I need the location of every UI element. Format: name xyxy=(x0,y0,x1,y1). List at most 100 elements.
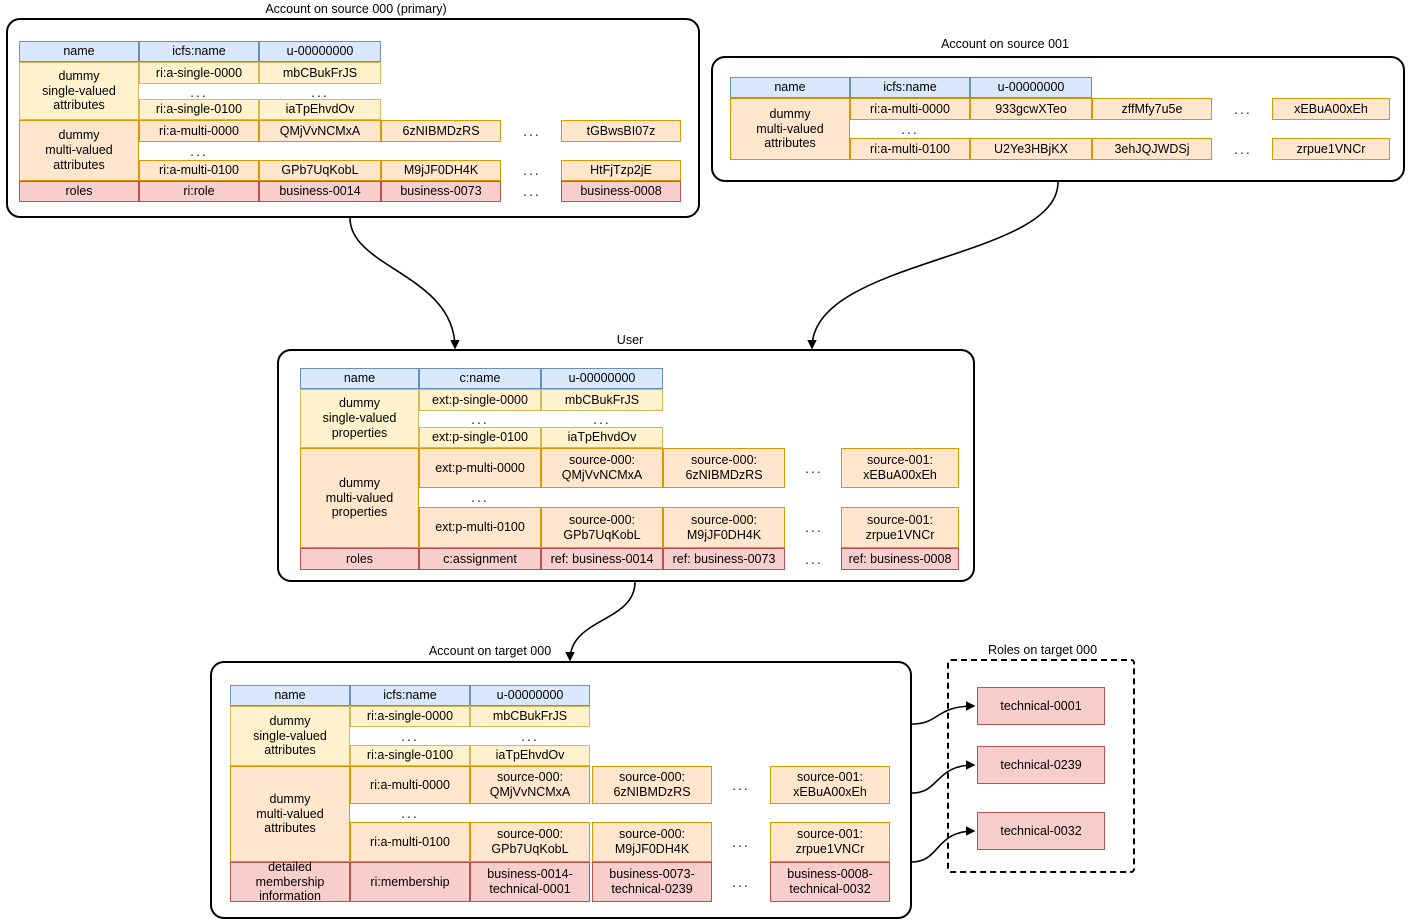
t000-multi-last-1: source-001: zrpue1VNCr xyxy=(770,822,890,862)
t000-multi-v1-1: source-000: M9jJF0DH4K xyxy=(592,822,712,862)
s000-single-attr-0: ri:a-single-0000 xyxy=(139,62,259,84)
t000-single-attr-0: ri:a-single-0000 xyxy=(350,706,470,727)
t000-single-attr-1: ri:a-single-0100 xyxy=(350,745,470,766)
t000-multi-v0-1: source-000: 6zNIBMDzRS xyxy=(592,766,712,804)
s000-multi-attr-0: ri:a-multi-0000 xyxy=(139,120,259,142)
s001-multi-attr-1: ri:a-multi-0100 xyxy=(850,138,970,160)
s001-multi-v1-0: U2Ye3HBjKX xyxy=(970,138,1092,160)
user-multi-last-1: source-001: zrpue1VNCr xyxy=(841,507,959,548)
t000-multi-gap-1: ... xyxy=(716,822,766,862)
t000-single-value-1: iaTpEhvdOv xyxy=(470,745,590,766)
link-source000-to-user xyxy=(349,217,460,350)
user-multi-gap-0: ... xyxy=(789,448,839,488)
s001-multi-attr-0: ri:a-multi-0000 xyxy=(850,98,970,120)
caption-roles-target-000: Roles on target 000 xyxy=(987,643,1098,657)
user-single-label: dummy single-valued properties xyxy=(300,389,419,448)
t000-multi-v0-0: source-000: QMjVvNCMxA xyxy=(470,766,590,804)
user-multi-attr-1: ext:p-multi-0100 xyxy=(419,507,541,548)
user-single-attr-ellipsis: ... xyxy=(419,411,541,428)
user-roles-gap: ... xyxy=(789,548,839,570)
s001-multi-last-0: xEBuA00xEh xyxy=(1272,98,1390,120)
role-item-1[interactable]: technical-0239 xyxy=(977,746,1105,784)
user-header-name: name xyxy=(300,368,419,389)
t000-multi-attr-0: ri:a-multi-0000 xyxy=(350,766,470,804)
caption-user: User xyxy=(616,333,644,347)
s000-roles-v-0: business-0014 xyxy=(259,181,381,202)
caption-account-source-001: Account on source 001 xyxy=(941,37,1069,51)
user-roles-v-1: ref: business-0073 xyxy=(663,548,785,570)
user-multi-label: dummy multi-valued properties xyxy=(300,448,419,548)
user-header-value: u-00000000 xyxy=(541,368,663,389)
t000-multi-v1-0: source-000: GPb7UqKobL xyxy=(470,822,590,862)
t000-membership-gap: ... xyxy=(716,862,766,902)
s001-multi-v0-0: 933gcwXTeo xyxy=(970,98,1092,120)
s000-multi-v0-0: QMjVvNCMxA xyxy=(259,120,381,142)
user-single-attr-1: ext:p-single-0100 xyxy=(419,427,541,448)
caption-account-source-000: Account on source 000 (primary) xyxy=(265,2,447,16)
s000-multi-v1-1: M9jJF0DH4K xyxy=(381,160,501,181)
s000-single-value-1: iaTpEhvdOv xyxy=(259,99,381,120)
s000-header-value: u-00000000 xyxy=(259,41,381,62)
user-multi-last-0: source-001: xEBuA00xEh xyxy=(841,448,959,488)
t000-single-value-ellipsis: ... xyxy=(470,727,590,745)
s000-multi-last-1: HtFjTzp2jE xyxy=(561,160,681,181)
s000-single-value-0: mbCBukFrJS xyxy=(259,62,381,84)
s000-roles-gap: ... xyxy=(505,181,559,202)
s000-header-attr: icfs:name xyxy=(139,41,259,62)
t000-header-attr: icfs:name xyxy=(350,685,470,706)
t000-header-name: name xyxy=(230,685,350,706)
s000-roles-v-1: business-0073 xyxy=(381,181,501,202)
t000-membership-attr: ri:membership xyxy=(350,862,470,902)
s000-multi-gap-0: ... xyxy=(505,120,559,142)
user-roles-attr: c:assignment xyxy=(419,548,541,570)
s000-roles-last: business-0008 xyxy=(561,181,681,202)
s001-header-name: name xyxy=(730,77,850,98)
s000-multi-v0-1: 6zNIBMDzRS xyxy=(381,120,501,142)
t000-membership-label: detailed membership information xyxy=(230,860,350,903)
caption-account-target-000: Account on target 000 xyxy=(428,644,552,658)
s000-single-value-ellipsis: ... xyxy=(259,84,381,101)
t000-multi-label: dummy multi-valued attributes xyxy=(230,766,350,862)
s001-multi-gap-0: ... xyxy=(1216,98,1270,120)
s001-multi-v1-1: 3ehJQJWDSj xyxy=(1092,138,1212,160)
s001-multi-label: dummy multi-valued attributes xyxy=(730,98,850,160)
s000-multi-attr-1: ri:a-multi-0100 xyxy=(139,160,259,181)
s000-multi-label: dummy multi-valued attributes xyxy=(19,120,139,181)
t000-membership-v-1: business-0073- technical-0239 xyxy=(592,862,712,902)
s001-multi-gap-1: ... xyxy=(1216,138,1270,160)
s001-multi-attr-ellipsis: ... xyxy=(850,120,970,138)
s000-single-label: dummy single-valued attributes xyxy=(19,62,139,120)
user-multi-v0-1: source-000: 6zNIBMDzRS xyxy=(663,448,785,488)
user-multi-attr-0: ext:p-multi-0000 xyxy=(419,448,541,488)
s000-multi-attr-ellipsis: ... xyxy=(139,142,259,160)
t000-multi-attr-1: ri:a-multi-0100 xyxy=(350,822,470,862)
s000-roles-attr: ri:role xyxy=(139,181,259,202)
t000-multi-last-0: source-001: xEBuA00xEh xyxy=(770,766,890,804)
user-roles-last: ref: business-0008 xyxy=(841,548,959,570)
s001-multi-last-1: zrpue1VNCr xyxy=(1272,138,1390,160)
s001-header-value: u-00000000 xyxy=(970,77,1092,98)
user-single-attr-0: ext:p-single-0000 xyxy=(419,389,541,411)
t000-membership-v-0: business-0014- technical-0001 xyxy=(470,862,590,902)
s000-roles-label: roles xyxy=(19,181,139,202)
user-multi-gap-1: ... xyxy=(789,507,839,548)
s000-single-attr-ellipsis: ... xyxy=(139,84,259,101)
user-multi-attr-ellipsis: ... xyxy=(419,488,541,507)
user-single-value-1: iaTpEhvdOv xyxy=(541,427,663,448)
user-multi-v0-0: source-000: QMjVvNCMxA xyxy=(541,448,663,488)
t000-multi-attr-ellipsis: ... xyxy=(350,804,470,822)
user-single-value-0: mbCBukFrJS xyxy=(541,389,663,411)
role-item-0[interactable]: technical-0001 xyxy=(977,687,1105,725)
s000-multi-last-0: tGBwsBI07z xyxy=(561,120,681,142)
user-multi-v1-1: source-000: M9jJF0DH4K xyxy=(663,507,785,548)
s000-multi-gap-1: ... xyxy=(505,160,559,181)
t000-single-label: dummy single-valued attributes xyxy=(230,706,350,766)
t000-single-value-0: mbCBukFrJS xyxy=(470,706,590,727)
user-roles-label: roles xyxy=(300,548,419,570)
role-item-2[interactable]: technical-0032 xyxy=(977,812,1105,850)
t000-header-value: u-00000000 xyxy=(470,685,590,706)
s000-multi-v1-0: GPb7UqKobL xyxy=(259,160,381,181)
s001-multi-v0-1: zffMfy7u5e xyxy=(1092,98,1212,120)
s000-single-attr-1: ri:a-single-0100 xyxy=(139,99,259,120)
